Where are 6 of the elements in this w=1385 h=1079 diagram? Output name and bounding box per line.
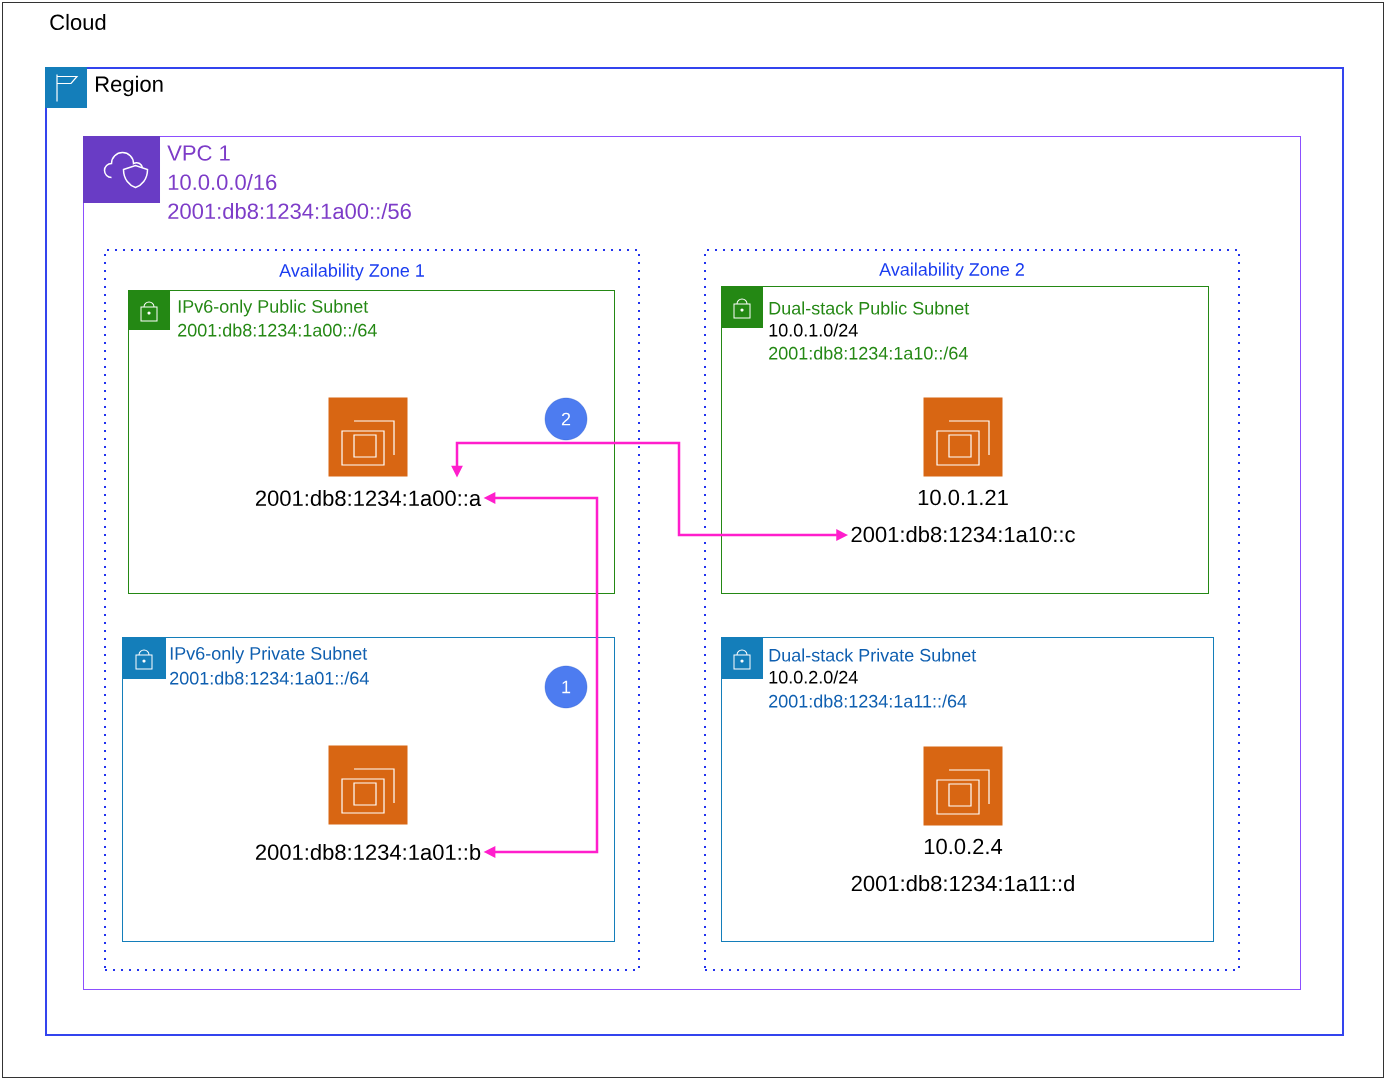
address-text: 10.0.1.21 2001:db8:1234:1a10::c [851,489,1075,543]
address-text: 10.0.2.4 2001:db8:1234:1a11::d [851,838,1074,892]
address-text: 2001:db8:1234:1a00::a [255,489,482,507]
address-text: 2001:db8:1234:1a01::b [255,843,481,861]
callout-number: 2 [544,397,588,441]
callout-number: 1 [544,665,588,709]
